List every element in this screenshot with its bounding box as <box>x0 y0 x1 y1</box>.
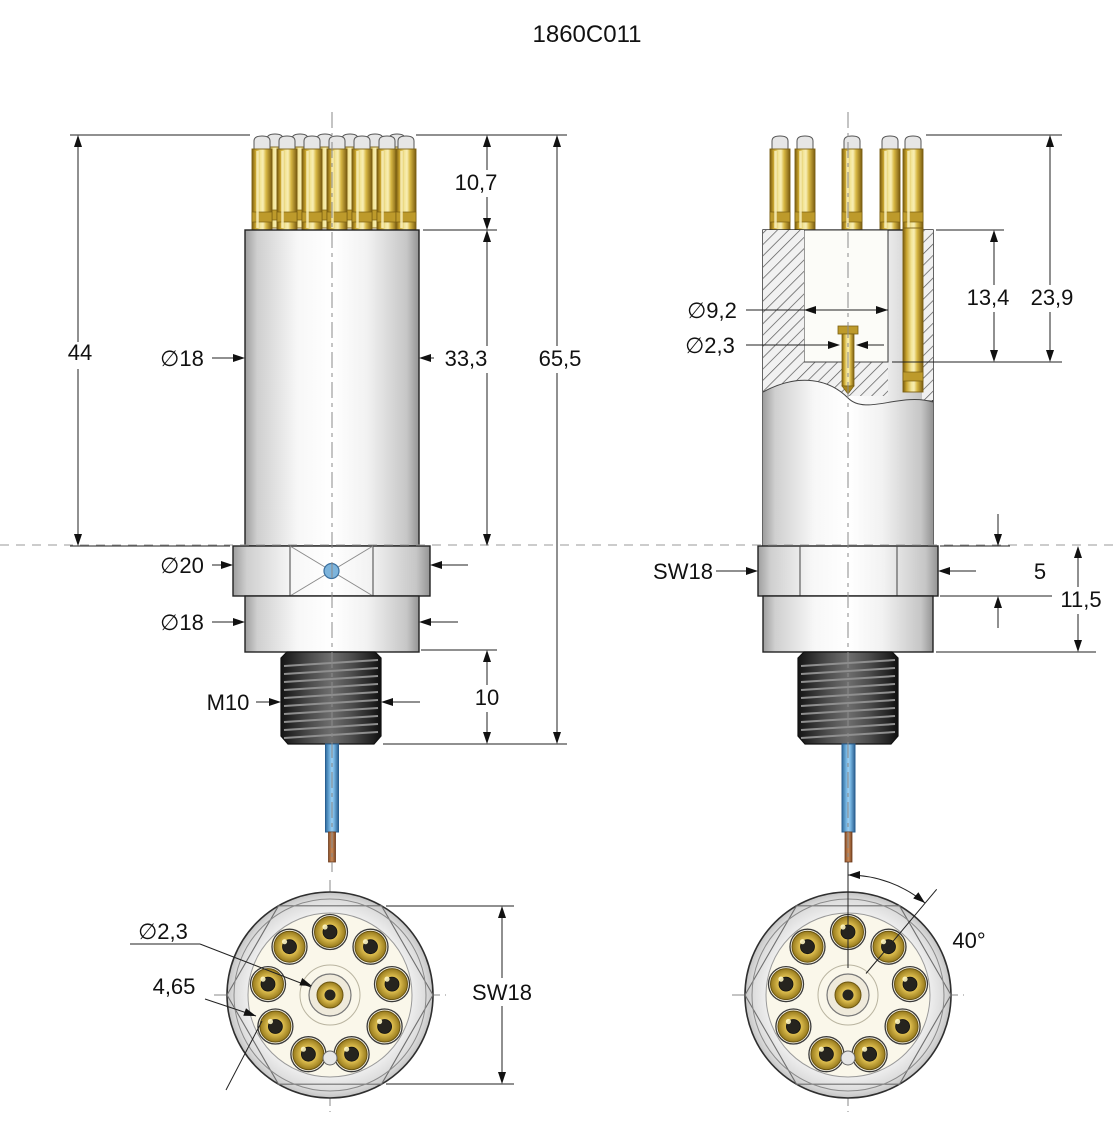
dim-33-3-label: 33,3 <box>445 346 488 371</box>
dim-11-5: 11,5 <box>1052 546 1110 652</box>
connector-face <box>227 892 433 1098</box>
contact-pin <box>250 134 274 232</box>
dim-44-label: 44 <box>68 340 92 365</box>
dim-dia2-3-section: ∅2,3 <box>685 333 884 358</box>
dim-23-9: 23,9 <box>1022 135 1084 362</box>
contact-pin <box>793 134 817 232</box>
end-view-left <box>214 880 446 1112</box>
dim-23-9-label: 23,9 <box>1031 285 1074 310</box>
contact-pin <box>878 134 902 232</box>
dim-dia9-2-label: ∅9,2 <box>687 298 737 323</box>
dim-40deg: 40° <box>847 862 986 974</box>
dim-5-label: 5 <box>1034 559 1046 584</box>
dim-40deg-label: 40° <box>952 928 985 953</box>
contact-pin <box>768 134 792 232</box>
contact-pin <box>275 134 299 232</box>
dim-dia2-3-section-label: ∅2,3 <box>685 333 735 358</box>
contact-pin <box>350 134 374 232</box>
dim-sw18-side: SW18 <box>653 559 976 584</box>
dim-10-7: 10,7 <box>444 135 508 230</box>
contact-pin <box>325 134 349 232</box>
dim-65-5: 65,5 <box>528 135 592 744</box>
contact-pin <box>375 134 399 232</box>
dimensions-section-view: ∅9,2 ∅2,3 13,4 23,9 <box>653 134 1110 653</box>
dim-4-65-label: 4,65 <box>153 974 196 999</box>
dim-11-5-label: 11,5 <box>1060 587 1101 612</box>
dim-sw18-side-label: SW18 <box>653 559 713 584</box>
dim-4-65: 4,65 <box>153 974 263 1091</box>
dim-10-label: 10 <box>475 685 499 710</box>
section-hatching <box>763 230 933 400</box>
break-line <box>762 379 934 406</box>
dim-dia9-2: ∅9,2 <box>687 298 888 323</box>
dim-dia18-lower: ∅18 <box>160 610 458 635</box>
dimensions-end-view-left: ∅2,3 4,65 SW18 <box>130 905 536 1091</box>
contact-pin <box>300 134 324 232</box>
dim-dia18-upper-label: ∅18 <box>160 346 204 371</box>
thread-m10 <box>280 651 382 745</box>
dim-dia20-label: ∅20 <box>160 553 204 578</box>
dim-dia2-3-end-label: ∅2,3 <box>138 919 188 944</box>
dim-13-4-label: 13,4 <box>967 285 1010 310</box>
dim-dia18-lower-label: ∅18 <box>160 610 204 635</box>
section-view <box>757 112 939 872</box>
dim-sw18-end-label: SW18 <box>472 980 532 1005</box>
drawing-title: 1860C011 <box>533 21 642 48</box>
sectioned-long-pin <box>902 227 924 393</box>
dim-65-5-label: 65,5 <box>539 346 582 371</box>
contact-pin <box>901 134 925 232</box>
contact-pin <box>840 134 864 232</box>
dim-13-4: 13,4 <box>956 230 1018 362</box>
dim-10-7-label: 10,7 <box>455 170 498 195</box>
contact-pins-front <box>250 132 418 232</box>
dim-m10: M10 <box>207 690 420 715</box>
dimensions-front-view: 44 ∅18 10,7 33,3 <box>54 134 592 745</box>
dim-dia2-3-end: ∅2,3 <box>130 919 312 988</box>
front-view <box>232 112 431 872</box>
dim-5: 5 <box>994 514 1046 628</box>
dim-sw18-end: SW18 <box>386 905 536 1085</box>
contact-pin <box>394 134 418 232</box>
dim-m10-label: M10 <box>207 690 250 715</box>
dim-33-3: 33,3 <box>434 230 498 546</box>
dim-dia18-upper: ∅18 <box>160 346 458 371</box>
dim-44: 44 <box>54 135 106 546</box>
contact-pins-section <box>768 134 925 232</box>
dim-10: 10 <box>466 650 508 744</box>
dim-dia20: ∅20 <box>160 553 468 578</box>
dimensions-end-view-right: 40° <box>847 862 986 974</box>
